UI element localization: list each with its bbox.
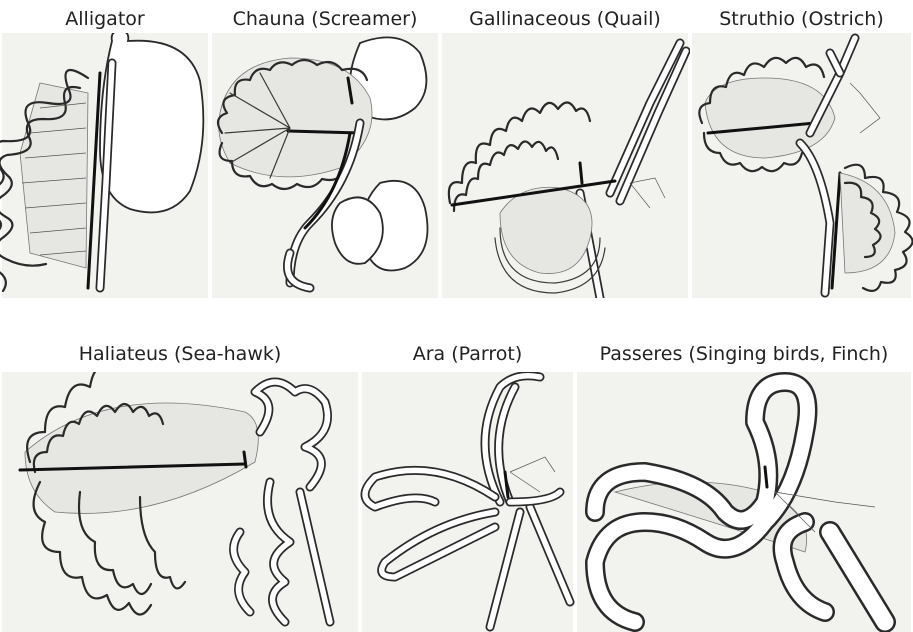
panel-title: Alligator <box>0 8 210 30</box>
panel-struthio: Struthio (Ostrich) <box>690 0 913 300</box>
panel-title: Struthio (Ostrich) <box>690 8 913 30</box>
panel-title: Gallinaceous (Quail) <box>440 8 690 30</box>
panel-chauna: Chauna (Screamer) <box>210 0 440 300</box>
gallinaceous-intestine-drawing <box>440 33 690 298</box>
struthio-intestine-drawing <box>690 33 913 298</box>
ara-intestine-drawing <box>360 372 575 632</box>
chauna-intestine-drawing <box>210 33 440 298</box>
panel-haliateus: Haliateus (Sea-hawk) <box>0 335 360 632</box>
passeres-intestine-drawing <box>575 372 913 632</box>
panel-title: Ara (Parrot) <box>360 343 575 365</box>
panel-title: Passeres (Singing birds, Finch) <box>575 343 913 365</box>
panel-title: Chauna (Screamer) <box>210 8 440 30</box>
panel-alligator: Alligator <box>0 0 210 300</box>
alligator-intestine-drawing <box>0 33 210 298</box>
panel-title: Haliateus (Sea-hawk) <box>0 343 360 365</box>
haliateus-intestine-drawing <box>0 372 360 632</box>
panel-gallinaceous: Gallinaceous (Quail) <box>440 0 690 300</box>
panel-passeres: Passeres (Singing birds, Finch) <box>575 335 913 632</box>
panel-ara: Ara (Parrot) <box>360 335 575 632</box>
